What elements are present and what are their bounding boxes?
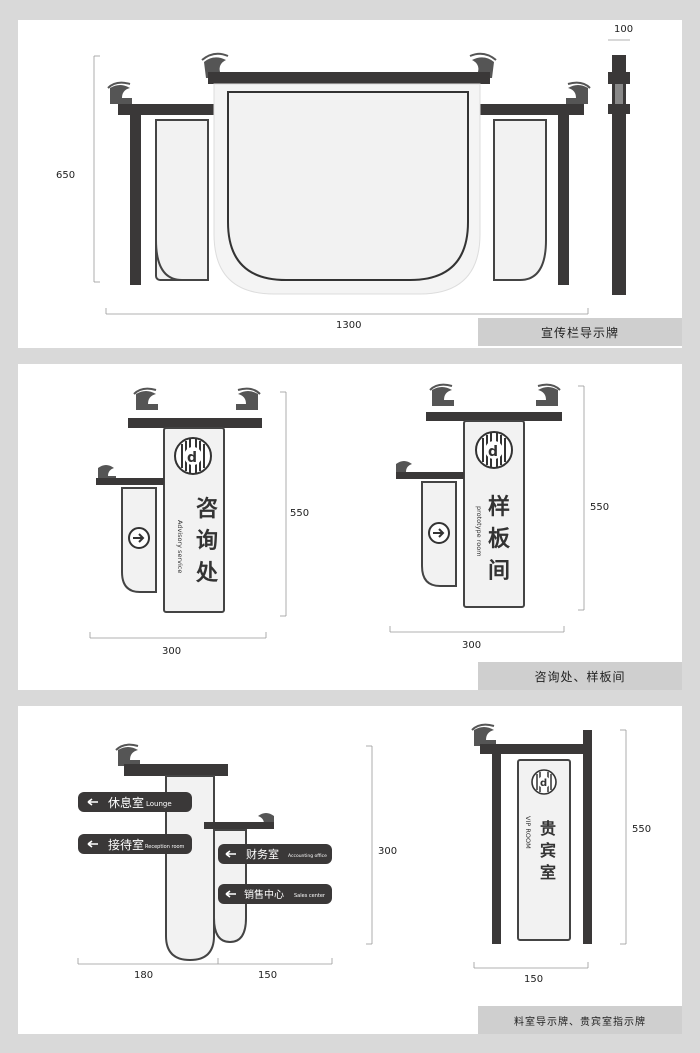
- ornament-swirl-icon: [98, 387, 261, 480]
- arrow-right-circle-icon: [128, 527, 150, 549]
- dim-width: 1300: [336, 320, 361, 331]
- plate-accounting-en: Accounting office: [288, 853, 327, 859]
- ornament-swirl-icon: [566, 81, 591, 104]
- vip-char-1: 贵: [540, 819, 556, 838]
- caption-bulletin-board: 宣传栏导示牌: [478, 318, 682, 346]
- bulletin-board-drawing: 100 650 1300: [56, 24, 633, 331]
- directory-dim-left: 180: [134, 970, 153, 981]
- caption-directory-vip: 料室导示牌、贵宾室指示牌: [478, 1006, 682, 1034]
- directory-dim-height: 300: [378, 846, 397, 857]
- vip-subtitle: VIP ROOM: [524, 816, 532, 849]
- svg-text:d: d: [540, 778, 547, 789]
- panel-directory-vip: 休息室 Lounge 接待室 Reception room 财务室 Accoun…: [18, 706, 682, 1034]
- logo-d-icon: d: [174, 437, 212, 475]
- direction-plate-accounting: 财务室 Accounting office: [218, 844, 332, 864]
- arrow-left-icon: [87, 798, 98, 806]
- panel-advisory-prototype: d 咨 询 处 Advisory service 550 300: [18, 364, 682, 690]
- plate-reception-cn: 接待室: [108, 837, 144, 852]
- vip-char-2: 宾: [540, 841, 556, 860]
- arrow-left-icon: [225, 890, 236, 898]
- right-sign-dim-width: 300: [462, 640, 481, 651]
- logo-d-icon: d: [475, 431, 513, 469]
- right-sign-char-1: 样: [488, 494, 510, 520]
- svg-text:d: d: [187, 450, 197, 466]
- dim-height: 650: [56, 170, 75, 181]
- left-sign-char-1: 咨: [196, 496, 218, 522]
- plate-reception-en: Reception room: [145, 844, 185, 850]
- directory-dim-right: 150: [258, 970, 277, 981]
- left-sign-subtitle: Advisory service: [176, 520, 184, 573]
- direction-plate-reception: 接待室 Reception room: [78, 834, 192, 854]
- svg-text:d: d: [488, 444, 498, 460]
- arrow-left-icon: [87, 840, 98, 848]
- plate-sales-en: Sales center: [294, 893, 326, 899]
- arrow-left-icon: [225, 850, 236, 858]
- directory-vip-drawing: 休息室 Lounge 接待室 Reception room 财务室 Accoun…: [77, 723, 651, 985]
- right-sign-subtitle: prototype room: [475, 506, 483, 557]
- left-sign-dim-width: 300: [162, 646, 181, 657]
- plate-sales-cn: 销售中心: [244, 888, 284, 901]
- panel-bulletin-board: 100 650 1300 宣传栏导示牌: [18, 20, 682, 348]
- plate-lounge-en: Lounge: [146, 800, 172, 808]
- plate-accounting-cn: 财务室: [246, 847, 279, 861]
- vip-dim-width: 150: [524, 974, 543, 985]
- right-sign-char-3: 间: [488, 559, 510, 584]
- right-sign-dim-height: 550: [590, 502, 609, 513]
- vip-char-3: 室: [540, 863, 556, 882]
- direction-plate-sales: 销售中心 Sales center: [218, 884, 332, 904]
- ornament-swirl-icon: [107, 81, 132, 104]
- advisory-prototype-drawing: d 咨 询 处 Advisory service 550 300: [89, 383, 609, 657]
- direction-plate-lounge: 休息室 Lounge: [78, 792, 192, 812]
- ornament-swirl-icon: [471, 723, 496, 746]
- logo-d-icon: d: [531, 769, 557, 795]
- caption-advisory-prototype: 咨询处、样板间: [478, 662, 682, 690]
- plate-lounge-cn: 休息室: [108, 795, 144, 810]
- left-sign-char-3: 处: [195, 560, 218, 586]
- left-sign-dim-height: 550: [290, 508, 309, 519]
- left-sign-char-2: 询: [196, 528, 218, 554]
- dim-side-width: 100: [614, 24, 633, 35]
- right-sign-char-2: 板: [488, 527, 511, 552]
- arrow-right-circle-icon: [428, 522, 450, 544]
- ornament-swirl-icon: [396, 383, 561, 476]
- vip-dim-height: 550: [632, 824, 651, 835]
